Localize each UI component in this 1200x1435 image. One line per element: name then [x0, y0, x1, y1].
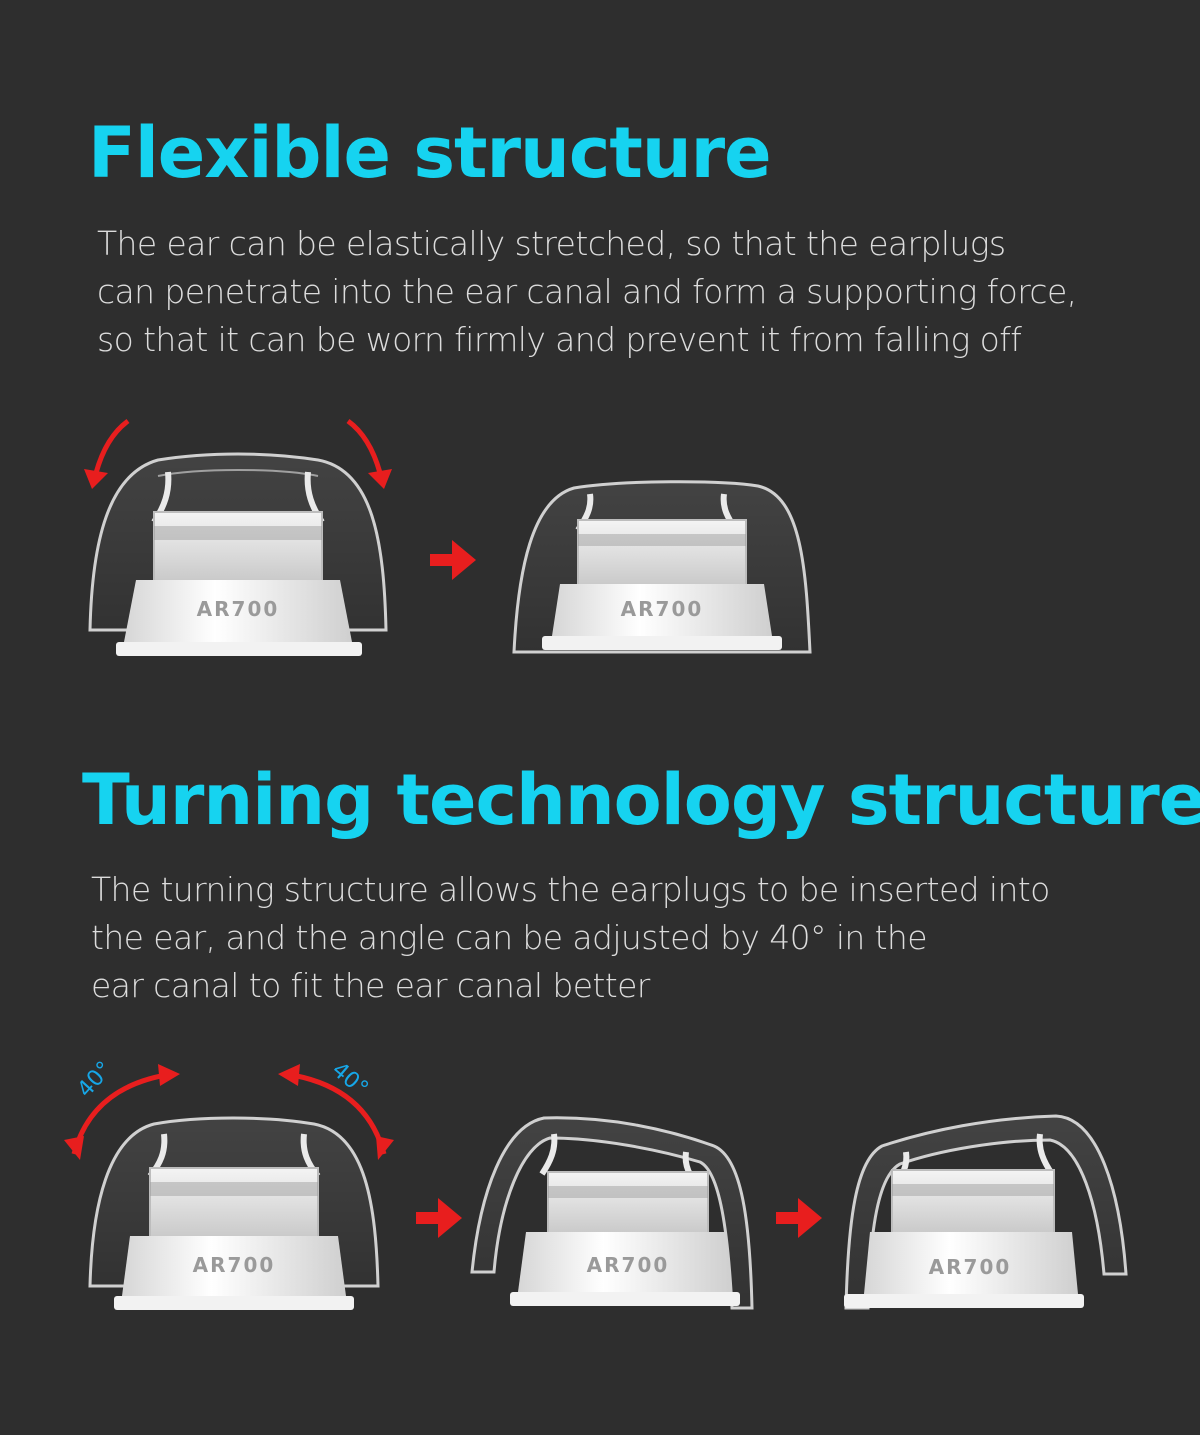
arrow-right-icon — [776, 1198, 822, 1238]
description-line: the ear, and the angle can be adjusted b… — [91, 918, 928, 957]
description-line: can penetrate into the ear canal and for… — [97, 272, 1077, 311]
eartip-relaxed-image: AR700 — [512, 480, 812, 654]
description-line: The turning structure allows the earplug… — [91, 870, 1050, 909]
product-label: AR700 — [929, 1255, 1012, 1279]
stretch-arrow-left-icon — [84, 418, 130, 489]
rotate-arrow-right-icon — [278, 1064, 394, 1160]
eartip-tilted-right-image: AR700 — [470, 1116, 754, 1310]
arrow-right-icon — [416, 1198, 462, 1238]
stretch-arrow-right-icon — [346, 418, 392, 489]
description-line: ear canal to fit the ear canal better — [91, 966, 650, 1005]
product-label: AR700 — [621, 597, 704, 621]
eartip-tilted-left-image: AR700 — [844, 1114, 1128, 1310]
description-line: so that it can be worn firmly and preven… — [97, 320, 1022, 359]
eartip-straight-image: AR700 — [88, 1116, 380, 1310]
product-label: AR700 — [197, 597, 280, 621]
section-title-turning: Turning technology structure — [82, 759, 1200, 841]
section-description-turning: The turning structure allows the earplug… — [91, 866, 1050, 1010]
description-line: The ear can be elastically stretched, so… — [97, 224, 1006, 263]
product-label: AR700 — [587, 1253, 670, 1277]
product-label: AR700 — [193, 1253, 276, 1277]
section-description-flexible: The ear can be elastically stretched, so… — [97, 220, 1077, 364]
arrow-right-icon — [430, 540, 476, 580]
eartip-stretched-image: AR700 — [88, 452, 388, 656]
rotate-arrow-left-icon — [64, 1064, 180, 1160]
section-title-flexible: Flexible structure — [88, 112, 772, 194]
